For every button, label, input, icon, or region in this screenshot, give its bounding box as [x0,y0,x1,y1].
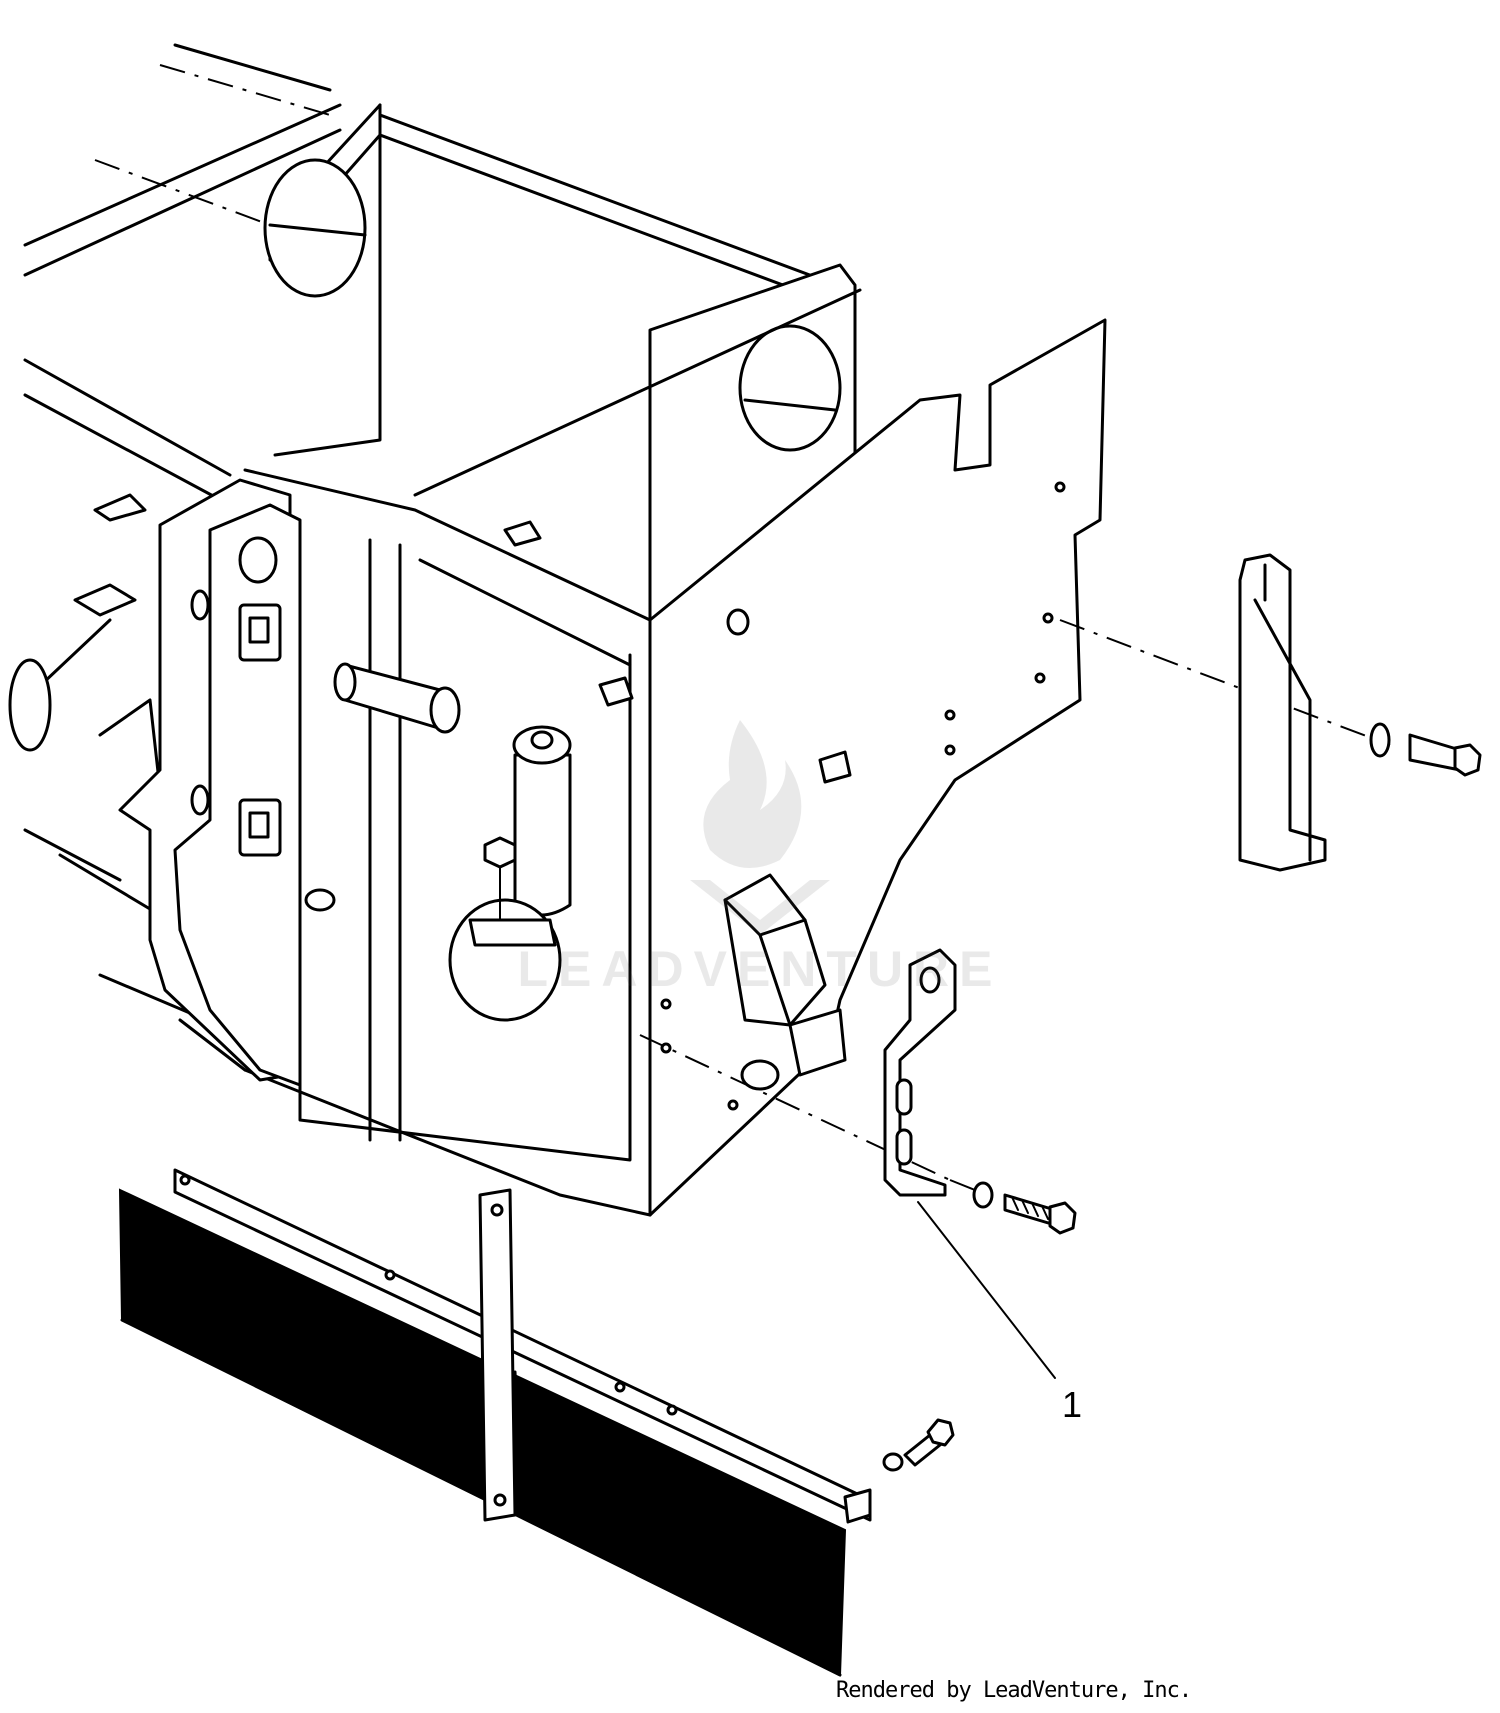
flap-retainer-strip [173,1168,872,1522]
clamp-ring [448,898,562,1022]
hex-bolt [1408,733,1462,772]
bracket-washer [972,1181,994,1209]
flap-washer [882,1452,904,1472]
lock-washer [1369,722,1391,758]
render-credit: Rendered by LeadVenture, Inc. [836,1678,1192,1703]
flap-support-strap [478,1188,517,1522]
frame-hardware [73,481,1066,1111]
hex-nut [483,836,517,869]
frame-hole-rear [263,158,367,298]
frame-hole-front [738,324,842,452]
lift-cylinder [448,725,572,1022]
bumper-block [723,873,847,1091]
bracket [639,948,1077,1235]
callout-leader [917,1201,1056,1379]
pivot-pin [333,662,461,734]
hinge-plate [118,478,302,1087]
mud-flap-assembly [118,1168,955,1677]
side-plate [1059,553,1482,872]
callout-label-1: 1 [1062,1384,1083,1425]
